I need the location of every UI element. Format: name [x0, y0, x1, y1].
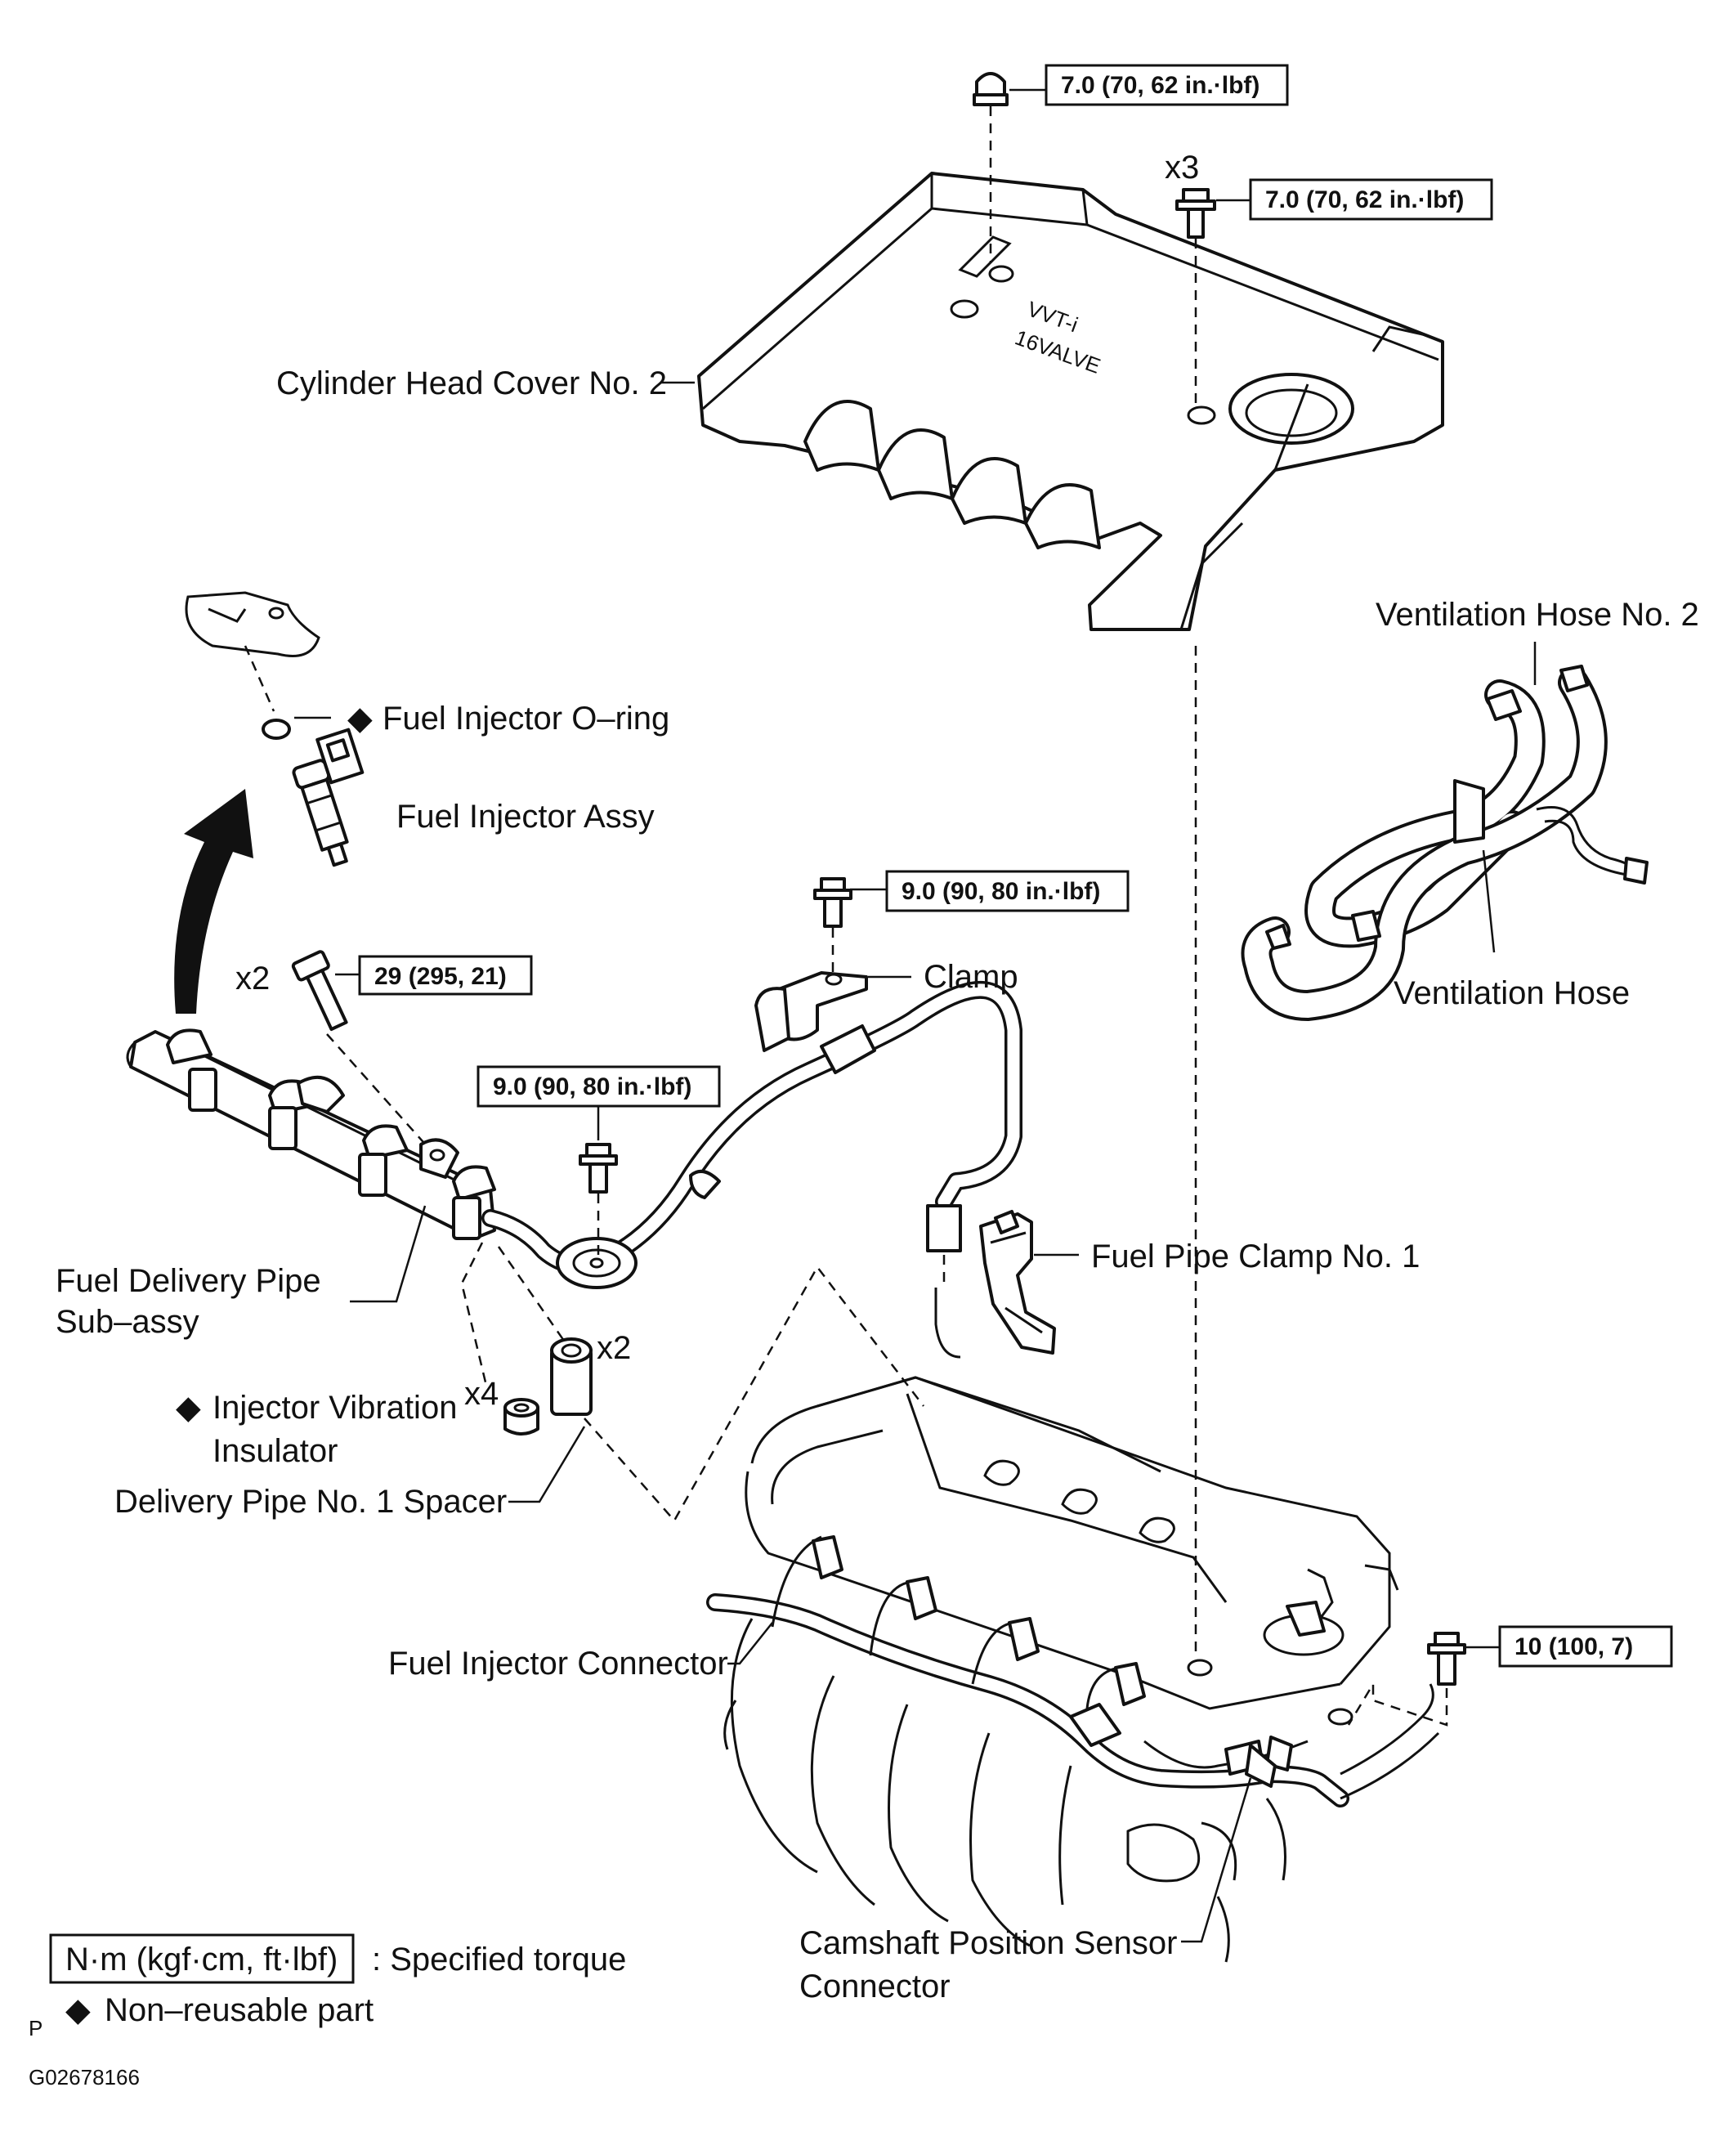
legend-torque-text: : Specified torque [372, 1942, 626, 1978]
label-ventilation-hose: Ventilation Hose [1394, 975, 1630, 1011]
legend-non-reusable: ◆ Non–reusable part [65, 1992, 374, 2028]
torque-cover-nut: 7.0 (70, 62 in.·lbf) [1061, 72, 1259, 99]
qty-insulator: x4 [464, 1376, 499, 1412]
torque-box-clamp-bolt: 9.0 (90, 80 in.·lbf) [885, 870, 1130, 912]
delivery-pipe-spacer-icon [550, 1337, 593, 1416]
fuel-hose-stub [934, 1288, 961, 1359]
cylinder-head-cover: VVT-i 16VALVE [697, 172, 1444, 631]
delivery-pipe-zigzag-guide [584, 1265, 924, 1523]
legend-torque-format: N·m (kgf·cm, ft·lbf) [65, 1942, 338, 1978]
insulator-guide-line [460, 1242, 488, 1386]
label-fuel-delivery-pipe-1: Fuel Delivery Pipe [56, 1263, 321, 1299]
injector-connector-leader [727, 1622, 773, 1665]
delivery-bolt-guide-line [326, 1033, 430, 1149]
spacer-guide-line [497, 1246, 566, 1342]
injector-oring-icon [262, 719, 291, 740]
fuel-pipe-clamp-icon [979, 1210, 1056, 1355]
clamp-bolt-icon [813, 877, 852, 928]
engine-cylinder-head [723, 1376, 1399, 1963]
label-delivery-pipe-spacer: Delivery Pipe No. 1 Spacer [114, 1484, 507, 1520]
qty-spacer: x2 [597, 1330, 631, 1366]
label-camshaft-sensor-2: Connector [799, 1969, 951, 2004]
qty-cover-bolt: x3 [1165, 150, 1199, 186]
figure-code: G02678166 [29, 2065, 140, 2090]
insulator-diamond: ◆ [176, 1390, 201, 1426]
injector-guide-line [244, 645, 275, 712]
cover-bolt-icon [1175, 188, 1216, 239]
bracket-bolt-guide-line [1347, 1680, 1448, 1727]
legend-torque: N·m (kgf·cm, ft·lbf) : Specified torque [49, 1933, 626, 1984]
torque-box-cover-nut: 7.0 (70, 62 in.·lbf) [1045, 64, 1289, 106]
torque-box-delivery-bolt: 29 (295, 21) [358, 955, 533, 996]
label-camshaft-sensor-1: Camshaft Position Sensor [799, 1925, 1177, 1961]
label-fuel-injector-assy: Fuel Injector Assy [396, 799, 655, 835]
ventilation-hose-leader [1482, 849, 1496, 953]
label-vibration-insulator-1: Injector Vibration [213, 1390, 457, 1426]
torque-bracket-bolt: 10 (100, 7) [1515, 1633, 1633, 1660]
label-clamp: Clamp [924, 959, 1018, 995]
torque-box-cover-bolt: 7.0 (70, 62 in.·lbf) [1249, 178, 1493, 221]
pipe-bolt-icon [579, 1143, 618, 1194]
assembly-arrow-icon [174, 789, 253, 1014]
delivery-pipe-leader [350, 1205, 427, 1303]
torque-box-pipe-bolt: 9.0 (90, 80 in.·lbf) [477, 1065, 721, 1108]
vibration-insulator-icon [503, 1398, 539, 1436]
spacer-leader [508, 1426, 586, 1503]
delivery-pipe-bolt-icon [291, 950, 348, 1032]
torque-delivery-bolt: 29 (295, 21) [374, 963, 507, 990]
oring-diamond: ◆ [347, 701, 373, 737]
camshaft-sensor-leader [1181, 1777, 1252, 1943]
label-vibration-insulator-2: Insulator [213, 1433, 338, 1469]
fuel-delivery-pipe [126, 1028, 496, 1240]
label-fuel-delivery-pipe-2: Sub–assy [56, 1304, 199, 1340]
clamp-icon [754, 971, 868, 1052]
torque-clamp-bolt: 9.0 (90, 80 in.·lbf) [902, 878, 1100, 905]
engine-port-fragment [185, 591, 320, 657]
label-ventilation-hose-2: Ventilation Hose No. 2 [1376, 597, 1699, 633]
cover-nut-icon [973, 72, 1009, 106]
fuel-injector-icon [292, 728, 365, 867]
qty-delivery-bolt: x2 [235, 961, 270, 997]
label-fuel-pipe-clamp: Fuel Pipe Clamp No. 1 [1091, 1238, 1420, 1274]
label-cylinder-head-cover: Cylinder Head Cover No. 2 [276, 365, 667, 401]
ventilation-hoses [1241, 665, 1649, 1021]
label-fuel-injector-oring: Fuel Injector O–ring [383, 701, 669, 737]
wire-harness [706, 1535, 1440, 1807]
page-mark: P [29, 2016, 43, 2040]
bracket-bolt-icon [1427, 1632, 1466, 1686]
torque-pipe-bolt: 9.0 (90, 80 in.·lbf) [493, 1073, 691, 1100]
torque-box-bracket-bolt: 10 (100, 7) [1498, 1625, 1673, 1668]
torque-cover-bolt: 7.0 (70, 62 in.·lbf) [1265, 186, 1464, 213]
legend-diamond-icon: ◆ [65, 1992, 91, 2028]
fuel-pipe-line [481, 981, 1022, 1289]
legend-non-reusable-text: Non–reusable part [105, 1992, 374, 2028]
label-fuel-injector-connector: Fuel Injector Connector [388, 1646, 728, 1682]
